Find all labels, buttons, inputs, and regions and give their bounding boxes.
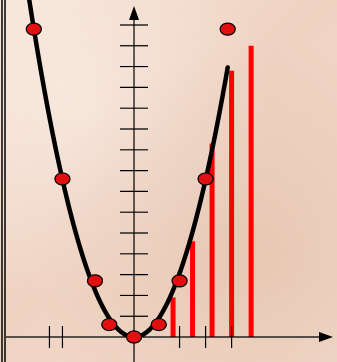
data-point-9: [219, 22, 236, 36]
data-point-2: [54, 172, 71, 186]
y-axis-arrow: [129, 6, 140, 20]
data-point-7: [171, 274, 188, 288]
curve-series: [27, 0, 230, 340]
axes: [6, 6, 333, 362]
bar-4: [229, 70, 235, 338]
data-point-1: [25, 22, 42, 36]
bar-3: [209, 143, 215, 338]
data-point-4: [101, 317, 118, 332]
bar-2: [190, 241, 196, 338]
point-series: [25, 22, 236, 344]
bar-1: [170, 297, 176, 338]
data-point-5: [125, 330, 143, 344]
data-point-6: [150, 317, 167, 332]
bar-5: [248, 45, 254, 338]
bar-series: [170, 45, 254, 338]
data-point-8: [197, 172, 214, 186]
data-point-3: [86, 274, 104, 288]
parabola-curve: [27, 0, 230, 340]
x-axis-arrow: [319, 332, 333, 343]
frame-left-lines: [1, 0, 6, 362]
